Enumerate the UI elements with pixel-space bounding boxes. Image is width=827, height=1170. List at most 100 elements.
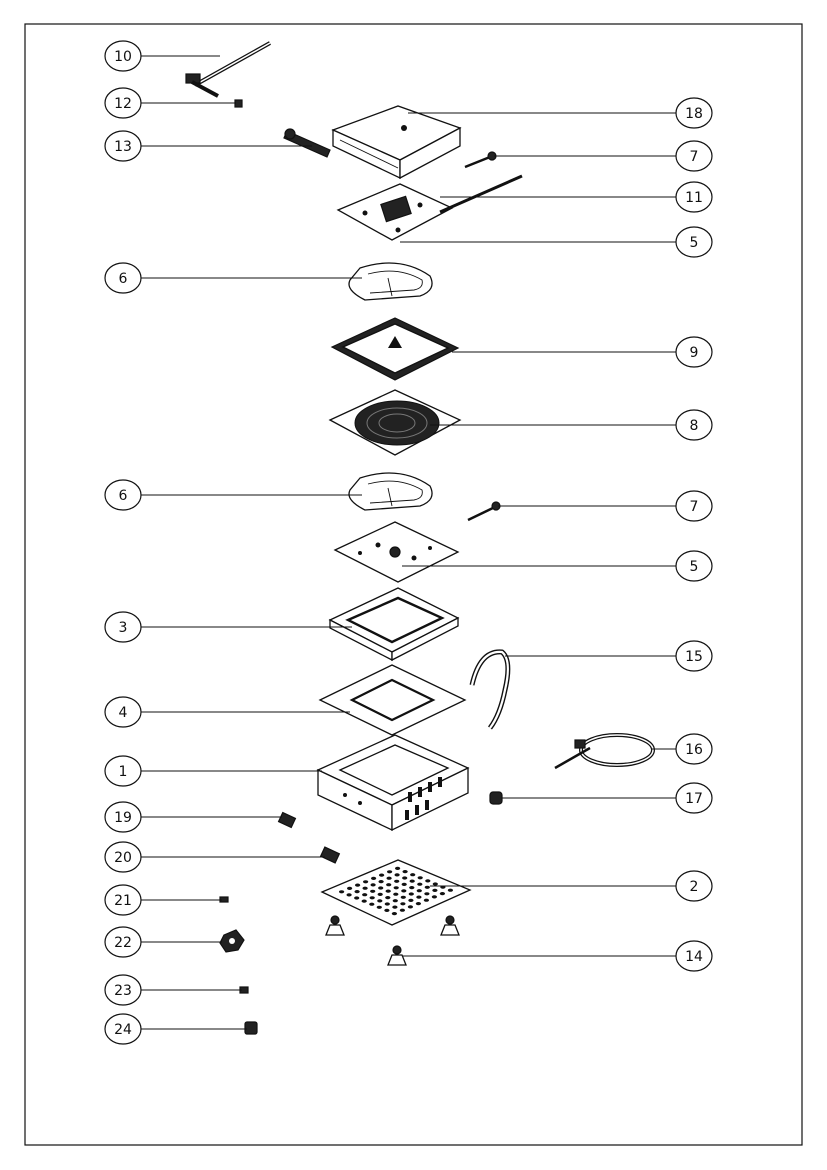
svg-text:16: 16	[685, 742, 703, 758]
svg-text:6: 6	[119, 488, 128, 504]
callout-16: 16	[652, 733, 713, 765]
perforation-hole	[409, 886, 415, 890]
perforation-hole	[370, 889, 376, 893]
part-16-cable-coil	[554, 733, 655, 770]
part-20-connector	[319, 846, 341, 864]
part-8-coil-plate	[328, 389, 462, 456]
perforation-hole	[407, 905, 413, 909]
perforation-hole	[361, 899, 367, 903]
svg-text:7: 7	[690, 499, 699, 515]
perforation-hole	[439, 892, 445, 896]
perforation-hole	[417, 876, 423, 880]
svg-text:1: 1	[119, 764, 128, 780]
callout-3: 3	[104, 611, 352, 643]
part-15-hose	[469, 649, 511, 730]
callout-22: 22	[104, 926, 222, 958]
svg-text:5: 5	[690, 559, 699, 575]
perforation-hole	[424, 892, 430, 896]
perforation-hole	[347, 886, 353, 891]
perforation-hole	[379, 873, 385, 877]
perforation-hole	[415, 902, 421, 906]
perforation-hole	[377, 892, 383, 897]
perforation-hole	[391, 912, 397, 916]
perforation-hole	[395, 866, 401, 871]
callout-14: 14	[402, 940, 713, 972]
part-12-small-nut	[234, 99, 243, 108]
perforation-hole	[371, 876, 377, 881]
part-9-framed-plate	[330, 317, 460, 381]
callout-7-lower: 7	[498, 490, 713, 522]
svg-text:20: 20	[114, 850, 132, 866]
perforation-hole	[400, 895, 406, 899]
perforation-hole	[394, 879, 400, 883]
perforation-hole	[393, 892, 399, 896]
part-10-t-handle	[185, 41, 271, 98]
perforation-hole	[425, 879, 431, 883]
part-5-plate-lower	[333, 521, 460, 583]
svg-text:7: 7	[690, 149, 699, 165]
callout-5-lower: 5	[402, 550, 713, 582]
callout-6-upper: 6	[104, 262, 362, 294]
part-13-bolt	[283, 128, 331, 158]
svg-text:18: 18	[685, 106, 703, 122]
perforation-hole	[384, 908, 390, 913]
part-6-heating-element-lower	[348, 472, 433, 511]
perforation-hole	[431, 895, 437, 899]
part-17-knob	[489, 791, 503, 805]
part-18-top-cover	[331, 105, 462, 180]
svg-text:9: 9	[690, 345, 699, 361]
perforation-hole	[369, 896, 375, 900]
callout-8: 8	[430, 409, 713, 441]
perforation-hole	[416, 889, 422, 893]
base-plate-perforations	[339, 866, 453, 916]
perforation-hole	[392, 905, 398, 909]
callout-13: 13	[104, 130, 312, 162]
part-2-base-plate	[320, 859, 472, 926]
perforation-hole	[346, 893, 352, 897]
part-3-tray	[328, 587, 460, 662]
callout-10: 10	[104, 40, 220, 72]
perforation-hole	[400, 902, 406, 906]
perforation-hole	[385, 889, 391, 893]
perforation-hole	[392, 899, 398, 903]
svg-text:11: 11	[685, 190, 703, 206]
part-22-nut	[219, 929, 245, 953]
callout-19: 19	[104, 801, 282, 833]
svg-text:17: 17	[685, 791, 703, 807]
part-7-screw-upper	[464, 151, 497, 169]
part-7-screw-lower	[467, 501, 501, 522]
svg-text:13: 13	[114, 139, 132, 155]
callout-17: 17	[502, 782, 713, 814]
svg-text:15: 15	[685, 649, 703, 665]
perforation-hole	[402, 876, 408, 880]
perforation-hole	[410, 873, 416, 877]
perforation-hole	[362, 893, 368, 897]
callout-7-upper: 7	[494, 140, 713, 172]
perforation-hole	[363, 880, 369, 884]
callout-6-lower: 6	[104, 479, 362, 511]
callout-20: 20	[104, 841, 325, 873]
perforation-hole	[447, 888, 453, 892]
callout-24: 24	[104, 1013, 247, 1045]
svg-text:14: 14	[685, 949, 703, 965]
perforation-hole	[355, 883, 361, 887]
svg-text:10: 10	[114, 49, 132, 65]
perforation-hole	[399, 908, 405, 912]
perforation-hole	[408, 892, 414, 896]
page-frame	[24, 23, 803, 1146]
perforation-hole	[354, 890, 360, 894]
perforation-hole	[432, 882, 438, 886]
part-14-feet	[325, 915, 460, 966]
perforation-hole	[378, 880, 384, 884]
svg-text:24: 24	[114, 1022, 132, 1038]
perforation-hole	[408, 898, 414, 903]
svg-text:2: 2	[690, 879, 699, 895]
part-11-plate-with-rod	[336, 174, 523, 241]
perforation-hole	[432, 888, 438, 893]
part-6-heating-element-upper	[348, 262, 433, 301]
perforation-hole	[409, 879, 415, 883]
part-19-connector	[277, 811, 297, 829]
perforation-hole	[376, 905, 382, 909]
perforation-hole	[393, 886, 399, 890]
svg-text:12: 12	[114, 96, 132, 112]
